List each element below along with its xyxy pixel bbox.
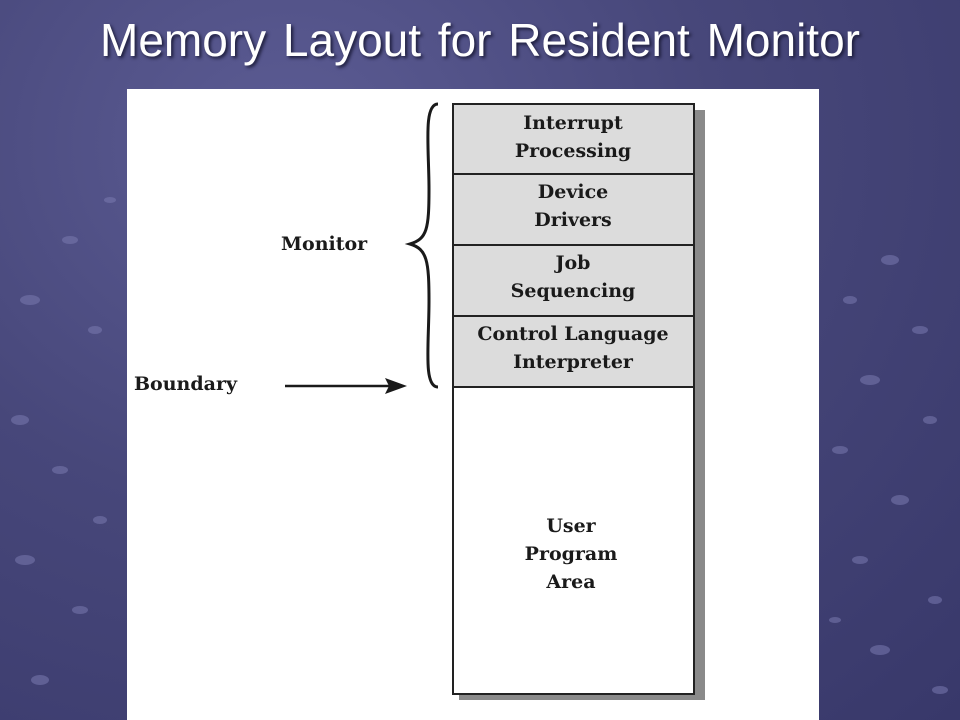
block-label: User bbox=[546, 515, 596, 537]
slide-title: Memory Layout for Resident Monitor bbox=[100, 14, 860, 66]
block-label: Control Language bbox=[477, 323, 668, 345]
block-label: Processing bbox=[515, 140, 631, 162]
block-device-drivers bbox=[452, 173, 695, 246]
block-label: Program bbox=[525, 543, 618, 565]
block-control-language-interpreter bbox=[452, 315, 695, 388]
block-label: Sequencing bbox=[511, 280, 636, 302]
block-label: Interrupt bbox=[523, 112, 623, 134]
block-label: Area bbox=[545, 571, 595, 593]
block-label: Interpreter bbox=[513, 351, 634, 373]
monitor-label: Monitor bbox=[281, 233, 368, 255]
diagram-panel: Interrupt Processing Device Drivers Job … bbox=[127, 89, 819, 720]
monitor-brace bbox=[404, 102, 439, 389]
block-label: Drivers bbox=[534, 209, 612, 231]
boundary-label: Boundary bbox=[134, 373, 238, 395]
block-user-program-area bbox=[452, 386, 695, 695]
memory-layout-diagram: Interrupt Processing Device Drivers Job … bbox=[134, 102, 705, 700]
block-interrupt-processing bbox=[452, 103, 695, 175]
block-label: Job bbox=[554, 252, 591, 274]
block-job-sequencing bbox=[452, 244, 695, 317]
boundary-arrow-head bbox=[385, 378, 407, 394]
block-label: Device bbox=[538, 181, 608, 203]
